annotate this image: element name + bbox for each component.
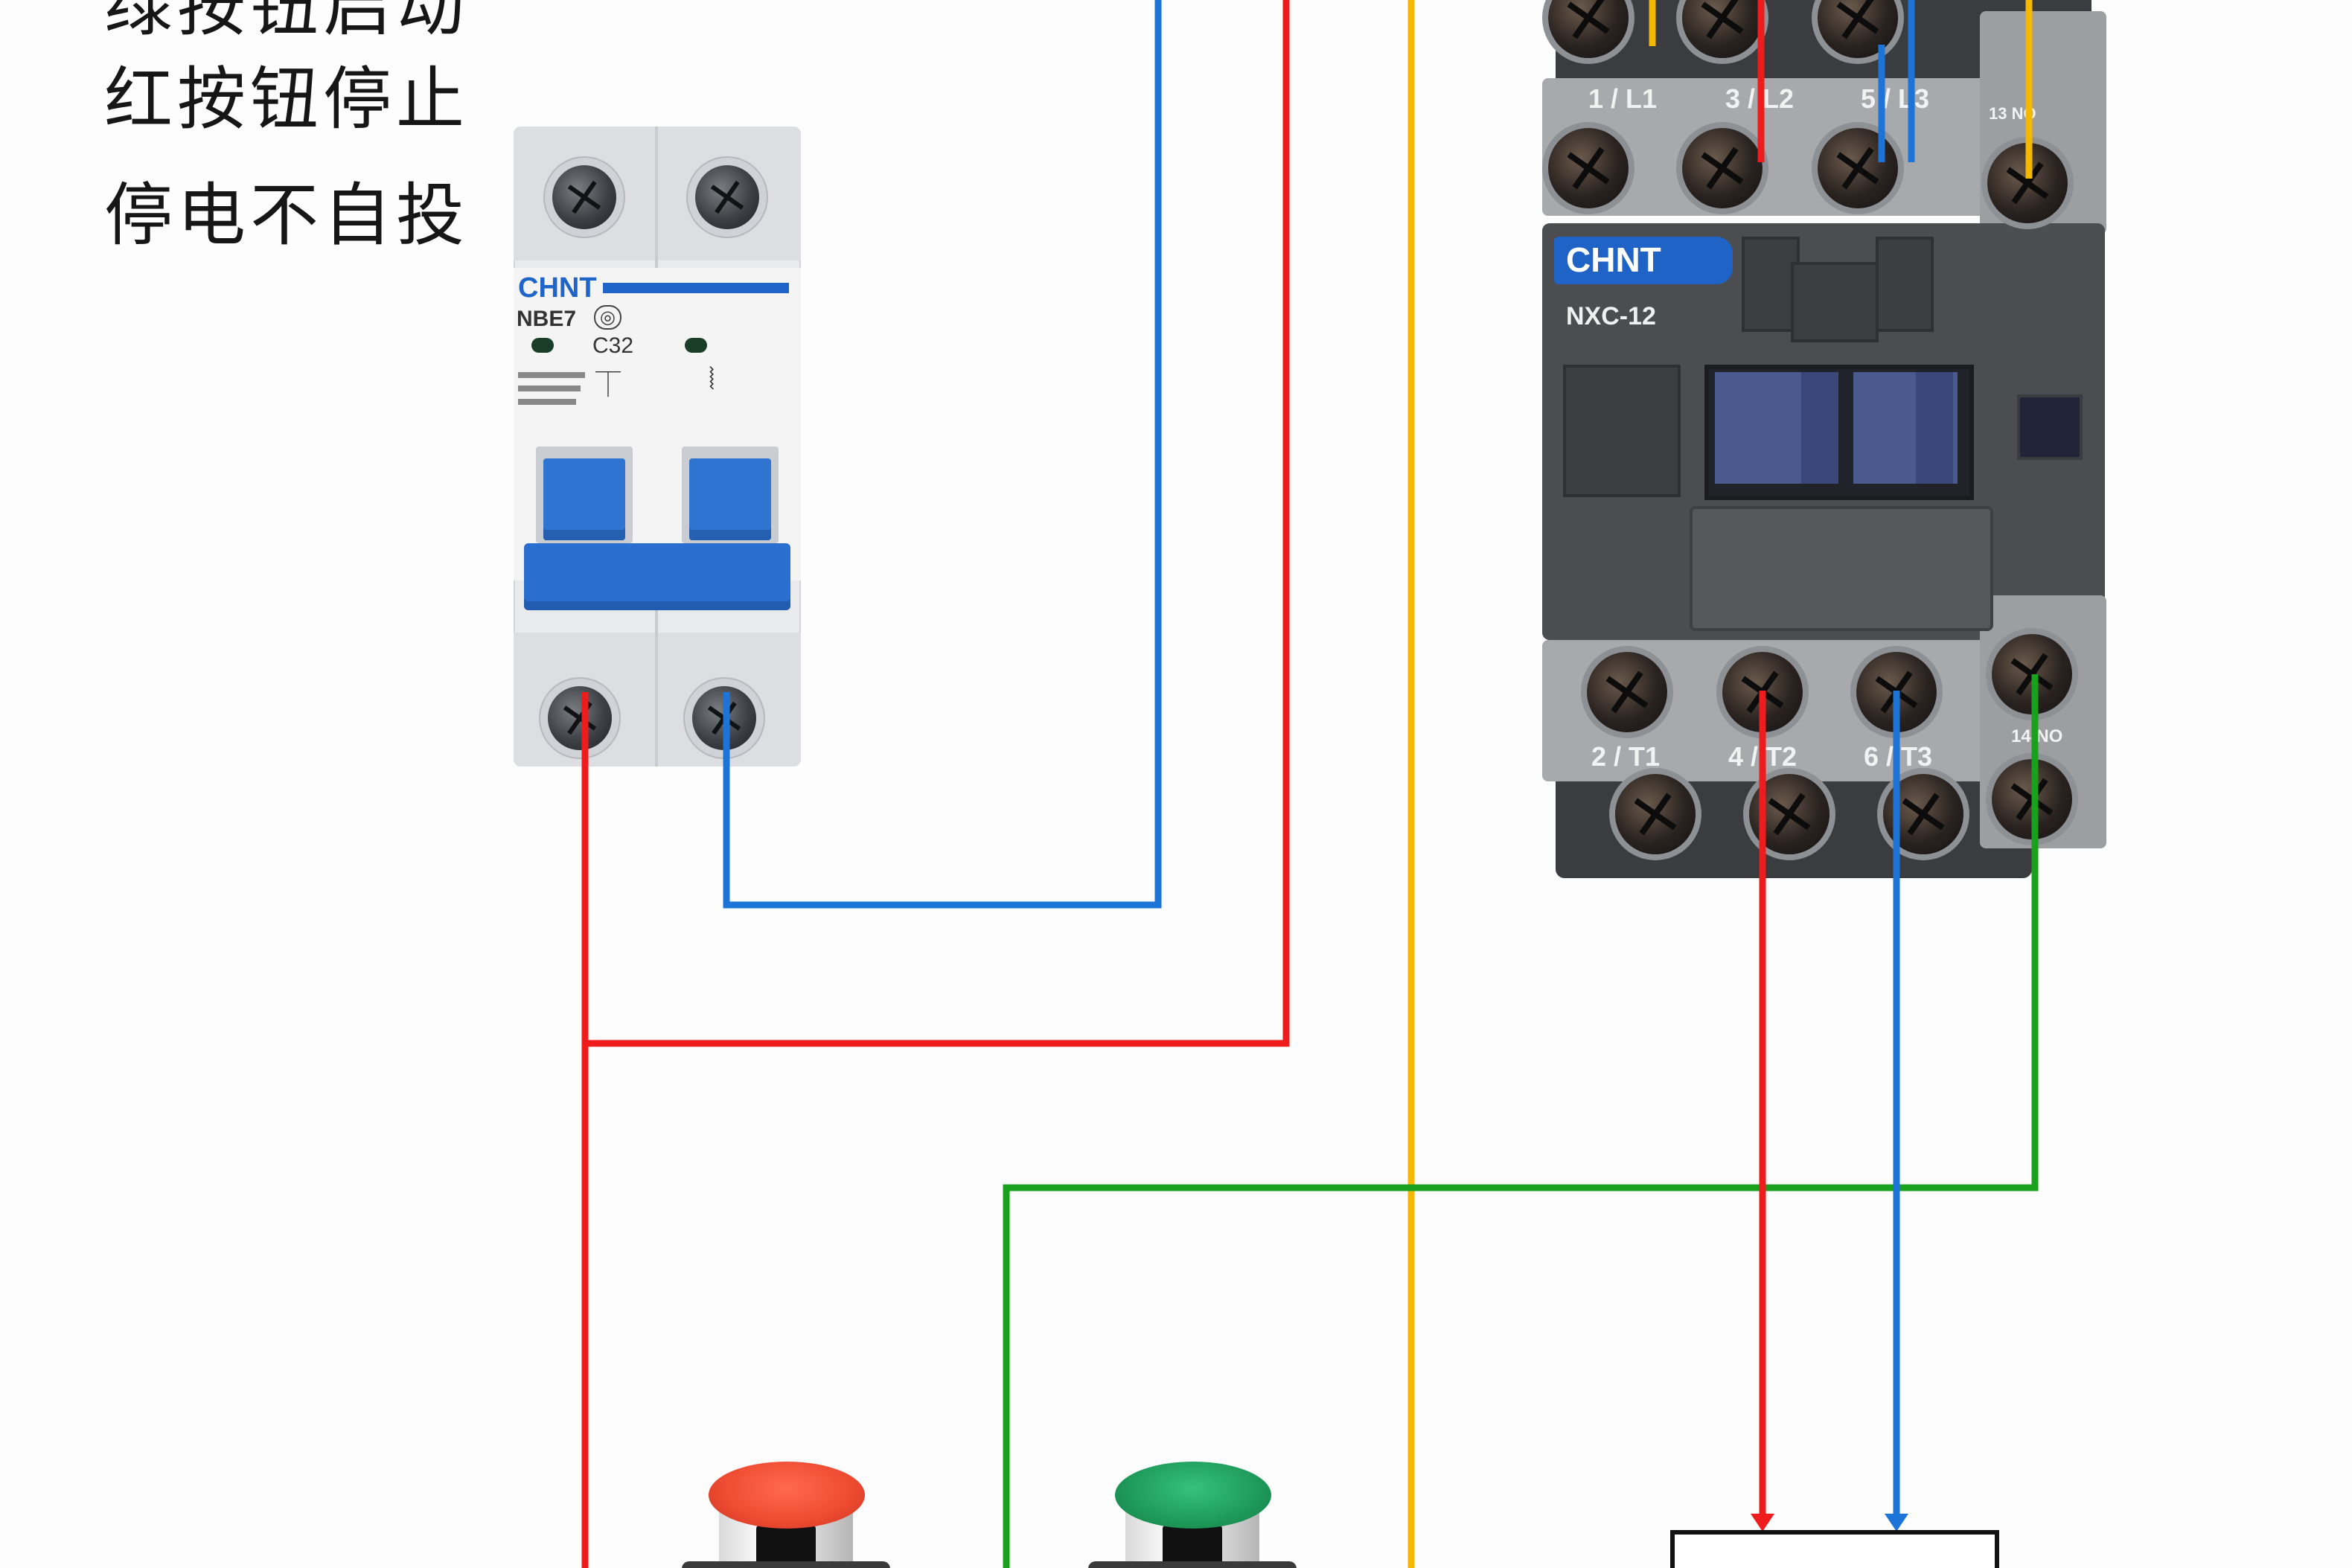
breaker-handle[interactable]: [543, 458, 625, 540]
contactor-side-panel: [1563, 365, 1681, 497]
arrow-red-load: [1751, 1514, 1774, 1532]
contactor-top-screw-l1: [1548, 128, 1629, 208]
start-button-flange: [1088, 1561, 1297, 1568]
contactor-coil-cover: [1690, 506, 1993, 631]
breaker-indicator-2: [685, 338, 707, 353]
wire-red-live: [585, 0, 1290, 1047]
contactor-brand-badge: [1554, 237, 1733, 284]
arrow-blue-load: [1885, 1514, 1908, 1532]
breaker-fine-print: [518, 385, 581, 391]
contactor-top-window: [1791, 262, 1879, 342]
stop-button-center: [756, 1526, 816, 1568]
stop-button[interactable]: [709, 1462, 865, 1529]
stop-button-flange: [682, 1561, 890, 1568]
terminal-label-l3: 5 / L3: [1861, 83, 1930, 114]
contactor-bottom-screw-t1: [1587, 652, 1667, 732]
breaker-switch-symbol-icon: ⏉: [595, 371, 621, 400]
contactor-top-screw-l2: [1682, 128, 1763, 208]
wire-green-control: [1003, 674, 2039, 1568]
contactor-armature-left-edge: [1801, 372, 1838, 484]
breaker-top-screw-2: [695, 165, 759, 229]
breaker-cert-icon: ◎: [594, 305, 621, 330]
contactor-armature-right-edge: [1916, 372, 1953, 484]
terminal-label-l1: 1 / L1: [1588, 83, 1658, 114]
breaker-fine-print: [518, 399, 576, 405]
breaker-top-screw-1: [552, 165, 616, 229]
contactor-model: NXC-12: [1566, 302, 1656, 330]
terminal-label-t1: 2 / T1: [1591, 741, 1661, 772]
wire-blue-neutral: [723, 0, 1162, 909]
breaker-handle[interactable]: [689, 458, 771, 540]
contactor-brand: CHNT: [1566, 240, 1661, 279]
breaker-brand-stripe: [603, 283, 789, 293]
contactor-vent: [1742, 237, 1800, 332]
start-button[interactable]: [1115, 1462, 1271, 1529]
caption-no-auto-restart: 停电不自投: [104, 176, 470, 255]
breaker-indicator-1: [531, 338, 554, 353]
caption-start: 绿按钮启动: [104, 0, 470, 45]
breaker-brand: CHNT: [518, 272, 597, 304]
breaker-toggle-bar[interactable]: [524, 543, 790, 610]
contactor-lower-screw: [1615, 774, 1696, 854]
breaker-fine-print: [518, 372, 585, 378]
contactor-aux-window: [2017, 394, 2083, 460]
breaker-trip-symbol-icon: ⦚: [709, 363, 715, 396]
start-button-center: [1163, 1526, 1222, 1568]
circuit-breaker: CHNT NBE7 ◎ C32 ⏉ ⦚: [514, 127, 801, 767]
caption-stop: 红按钮停止: [104, 60, 470, 139]
breaker-rating: C32: [592, 333, 634, 358]
load-box: [1670, 1530, 1999, 1568]
breaker-model: NBE7: [517, 307, 577, 331]
breaker-bottom-screw-1: [548, 686, 612, 750]
